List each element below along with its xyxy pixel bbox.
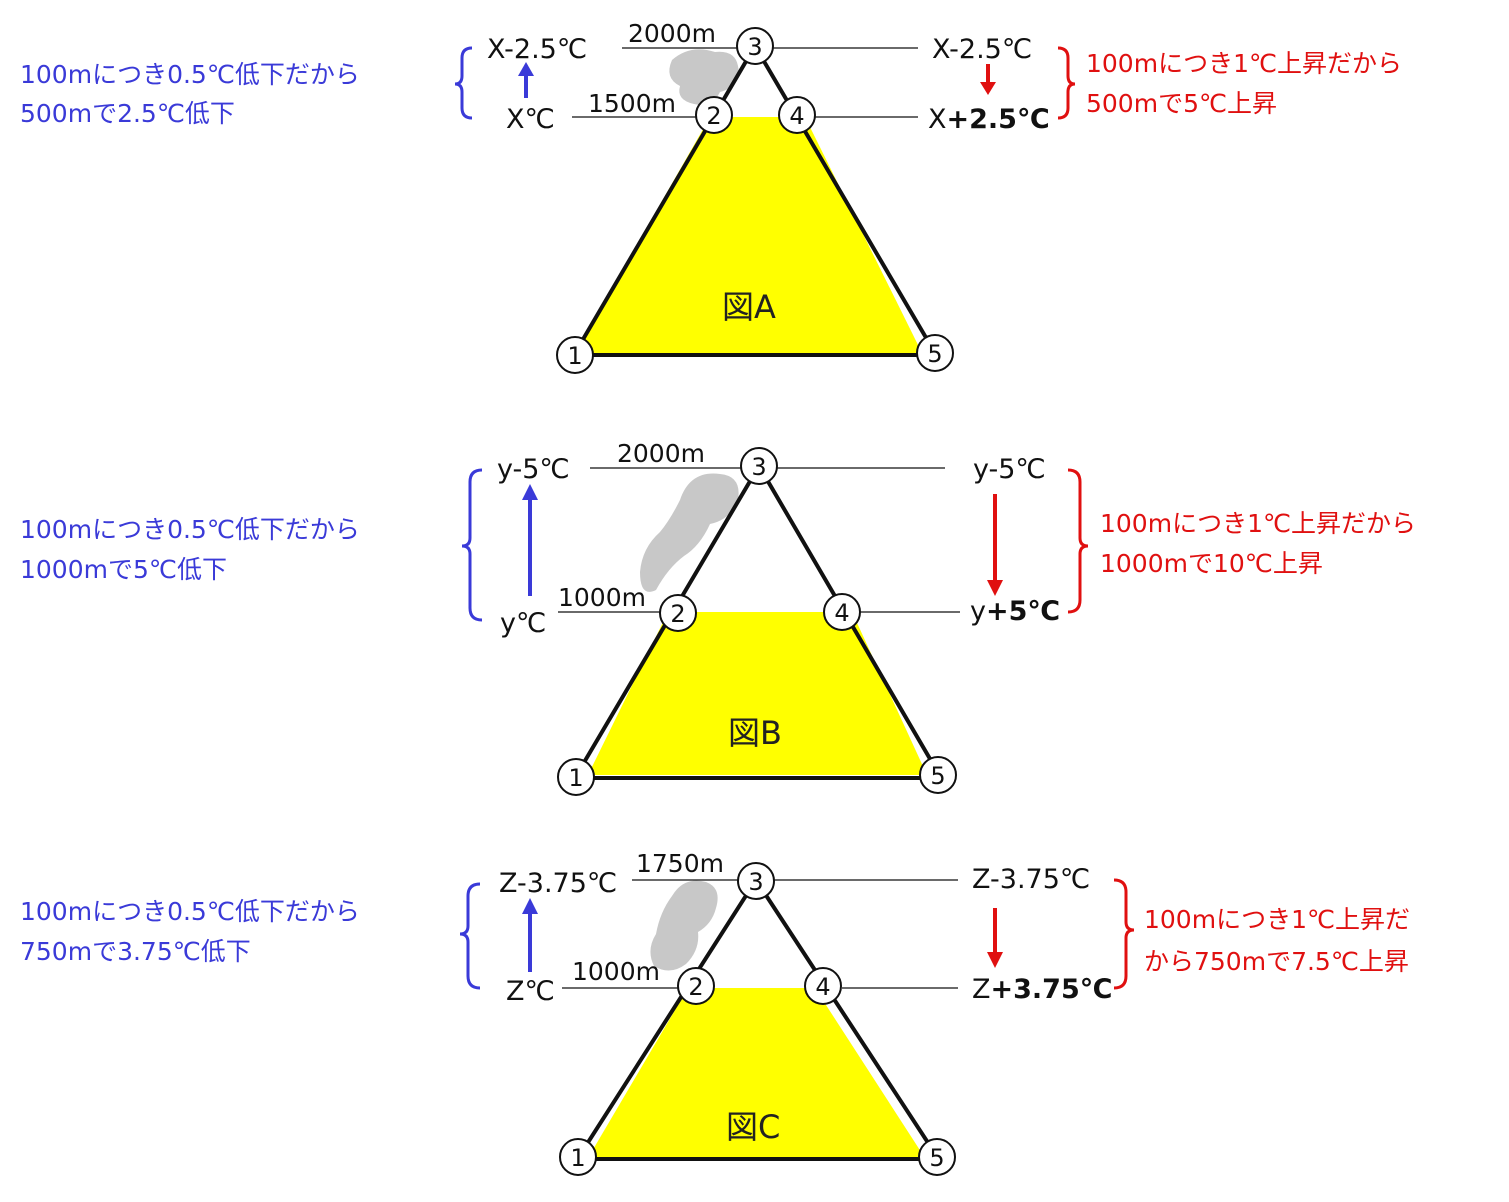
figure-caption: 図B <box>728 714 782 752</box>
altitude-top-label: 1750m <box>636 849 724 878</box>
right-top-temp: Z-3.75℃ <box>972 864 1090 895</box>
figure-c: 1750m 1000m Z-3.75℃ Z℃ Z-3.75℃ Z+3.75℃ 1… <box>20 849 1410 1176</box>
point-marker-4: 4 <box>823 593 861 631</box>
right-top-temp: X-2.5℃ <box>932 34 1032 65</box>
red-note-line-2: 1000mで10℃上昇 <box>1100 549 1323 578</box>
right-bottom-temp: X+2.5℃ <box>928 104 1050 135</box>
red-brace-c <box>1113 878 1135 990</box>
right-bottom-temp: y+5℃ <box>970 596 1060 627</box>
blue-brace-a <box>454 46 473 120</box>
blue-note-line-2: 1000mで5℃低下 <box>20 555 227 584</box>
left-top-temp: y-5℃ <box>497 454 570 485</box>
red-note-line-1: 100mにつき1℃上昇だから <box>1086 49 1402 78</box>
point-marker-5: 5 <box>918 1138 956 1176</box>
svg-text:4: 4 <box>834 599 849 627</box>
svg-text:3: 3 <box>747 33 762 61</box>
svg-text:5: 5 <box>930 762 945 790</box>
red-brace-b <box>1067 468 1089 614</box>
red-note-line-1: 100mにつき1℃上昇だから <box>1100 509 1416 538</box>
right-top-temp: y-5℃ <box>973 454 1046 485</box>
mountain-yellow-b <box>588 612 927 775</box>
red-brace-a <box>1057 46 1076 120</box>
altitude-top-label: 2000m <box>617 439 705 468</box>
altitude-mid-label: 1000m <box>558 583 646 612</box>
figure-caption: 図A <box>722 288 776 326</box>
mountain-yellow-a <box>575 117 922 353</box>
altitude-mid-label: 1000m <box>572 957 660 986</box>
svg-text:2: 2 <box>688 973 703 1001</box>
cloud-c <box>650 880 718 971</box>
blue-note-line-1: 100mにつき0.5℃低下だから <box>20 515 360 544</box>
left-bottom-temp: Z℃ <box>506 976 555 1007</box>
left-bottom-temp: X℃ <box>506 104 555 135</box>
point-marker-3: 3 <box>736 27 774 65</box>
svg-text:4: 4 <box>789 102 804 130</box>
point-marker-4: 4 <box>804 967 842 1005</box>
figure-b: 2000m 1000m y-5℃ y℃ y-5℃ y+5℃ 100mにつき0.5… <box>20 439 1416 796</box>
point-marker-2: 2 <box>677 967 715 1005</box>
mountain-yellow-c <box>588 988 925 1158</box>
svg-text:4: 4 <box>815 973 830 1001</box>
svg-text:1: 1 <box>570 1144 585 1172</box>
point-marker-1: 1 <box>559 1138 597 1176</box>
blue-brace-c <box>459 882 481 990</box>
svg-text:1: 1 <box>568 764 583 792</box>
blue-up-arrow-icon <box>522 484 538 500</box>
altitude-top-label: 2000m <box>628 19 716 48</box>
blue-brace-b <box>461 468 483 622</box>
figure-a: 2000m 1500m X-2.5℃ X℃ X-2.5℃ X+2.5℃ 100m… <box>20 19 1402 374</box>
point-marker-5: 5 <box>919 756 957 794</box>
point-marker-1: 1 <box>556 336 594 374</box>
svg-text:2: 2 <box>670 600 685 628</box>
left-top-temp: X-2.5℃ <box>487 34 587 65</box>
blue-note-line-2: 750mで3.75℃低下 <box>20 937 251 966</box>
red-note-line-1: 100mにつき1℃上昇だ <box>1144 905 1410 934</box>
blue-note-line-1: 100mにつき0.5℃低下だから <box>20 60 360 89</box>
red-down-arrow-icon <box>987 952 1003 968</box>
red-down-arrow-icon <box>980 82 996 95</box>
point-marker-2: 2 <box>659 594 697 632</box>
right-bottom-temp: Z+3.75℃ <box>972 974 1112 1005</box>
svg-text:1: 1 <box>567 342 582 370</box>
cloud-b <box>640 473 739 592</box>
point-marker-1: 1 <box>557 758 595 796</box>
blue-note-line-2: 500mで2.5℃低下 <box>20 99 235 128</box>
point-marker-3: 3 <box>740 447 778 485</box>
point-marker-3: 3 <box>737 862 775 900</box>
point-marker-4: 4 <box>778 96 816 134</box>
red-note-line-2: から750mで7.5℃上昇 <box>1144 947 1409 976</box>
blue-note-line-1: 100mにつき0.5℃低下だから <box>20 897 360 926</box>
altitude-mid-label: 1500m <box>588 89 676 118</box>
blue-up-arrow-icon <box>518 62 534 76</box>
left-top-temp: Z-3.75℃ <box>499 868 617 899</box>
svg-text:5: 5 <box>927 340 942 368</box>
svg-text:2: 2 <box>706 102 721 130</box>
figure-caption: 図C <box>726 1108 780 1146</box>
cloud-a <box>669 49 739 105</box>
blue-up-arrow-icon <box>522 898 538 914</box>
left-bottom-temp: y℃ <box>500 608 546 639</box>
point-marker-2: 2 <box>695 96 733 134</box>
svg-text:3: 3 <box>751 453 766 481</box>
svg-text:5: 5 <box>929 1144 944 1172</box>
point-marker-5: 5 <box>916 334 954 372</box>
red-down-arrow-icon <box>987 580 1003 596</box>
red-note-line-2: 500mで5℃上昇 <box>1086 89 1277 118</box>
svg-text:3: 3 <box>748 868 763 896</box>
